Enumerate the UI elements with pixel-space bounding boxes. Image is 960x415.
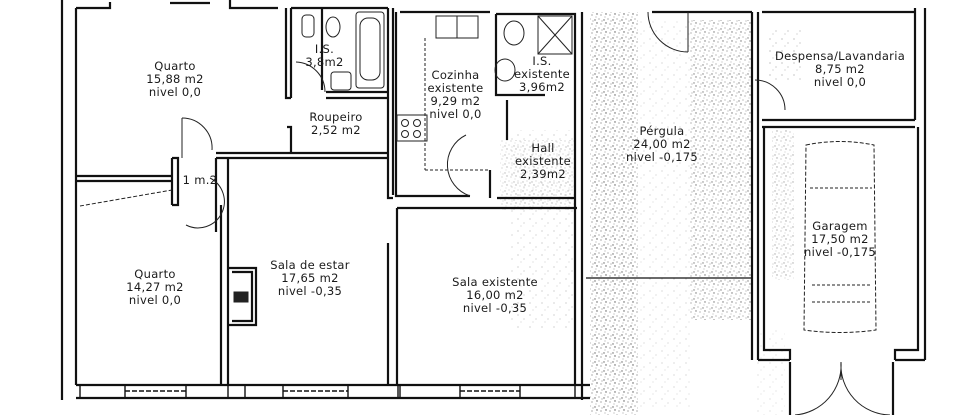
room-area: 15,88 m2 <box>146 72 204 86</box>
room-name: Sala de estar <box>270 258 350 272</box>
room-area: 3,96m2 <box>519 80 565 94</box>
room-cozinha: Cozinha existente 9,29 m2 nivel 0,0 <box>418 69 493 121</box>
room-area: 2,52 m2 <box>311 123 361 137</box>
room-name-2: existente <box>427 81 484 95</box>
room-despensa: Despensa/Lavandaria 8,75 m2 nivel 0,0 <box>765 50 915 89</box>
room-is-1: I.S. 3,8m2 <box>297 43 352 69</box>
room-sala-existente: Sala existente 16,00 m2 nivel -0,35 <box>435 276 555 315</box>
room-name: Cozinha <box>431 68 480 82</box>
room-area: 9,29 m2 <box>430 94 481 108</box>
room-sala-estar: Sala de estar 17,65 m2 nivel -0,35 <box>255 259 365 298</box>
room-area: 16,00 m2 <box>466 288 524 302</box>
doors <box>79 11 891 415</box>
room-level: nivel -0,175 <box>626 150 698 164</box>
room-area: 17,65 m2 <box>281 271 339 285</box>
windows <box>79 384 576 399</box>
room-name: I.S. <box>532 54 552 68</box>
room-area: 17,50 m2 <box>811 232 869 246</box>
room-name: Roupeiro <box>309 110 363 124</box>
room-pergula: Pérgula 24,00 m2 nivel -0,175 <box>617 125 707 164</box>
room-level: nivel 0,0 <box>429 107 482 121</box>
room-garagem: Garagem 17,50 m2 nivel -0,175 <box>795 220 885 259</box>
room-name: Hall <box>531 141 555 155</box>
room-name: Pérgula <box>639 124 685 138</box>
room-level: nivel 0,0 <box>148 85 202 99</box>
room-name-2: existente <box>513 67 571 81</box>
room-closet: 1 m.2 <box>180 174 220 187</box>
fixtures <box>233 11 877 333</box>
room-level: nivel -0,35 <box>462 301 528 315</box>
room-area: 8,75 m2 <box>815 62 865 76</box>
room-quarto-1: Quarto 15,88 m2 nivel 0,0 <box>120 60 230 99</box>
room-name-2: existente <box>514 154 572 168</box>
room-area: 1 m.2 <box>182 173 218 187</box>
room-level: nivel 0,0 <box>813 75 867 89</box>
room-name: Garagem <box>812 219 868 233</box>
walls <box>60 0 927 415</box>
room-name: Quarto <box>134 267 176 281</box>
room-name: Despensa/Lavandaria <box>774 49 906 63</box>
room-roupeiro: Roupeiro 2,52 m2 <box>300 111 372 137</box>
room-area: 3,8m2 <box>305 55 344 69</box>
room-area: 24,00 m2 <box>633 137 691 151</box>
room-level: nivel -0,35 <box>277 284 343 298</box>
room-name: Sala existente <box>452 275 538 289</box>
room-hall: Hall existente 2,39m2 <box>508 142 578 181</box>
room-level: nivel -0,175 <box>804 245 876 259</box>
room-quarto-2: Quarto 14,27 m2 nivel 0,0 <box>100 268 210 307</box>
room-is-2: I.S. existente 3,96m2 <box>512 55 572 94</box>
room-area: 2,39m2 <box>520 167 566 181</box>
room-name: Quarto <box>154 59 196 73</box>
room-name: I.S. <box>314 42 335 56</box>
room-area: 14,27 m2 <box>126 280 184 294</box>
room-level: nivel 0,0 <box>128 293 182 307</box>
